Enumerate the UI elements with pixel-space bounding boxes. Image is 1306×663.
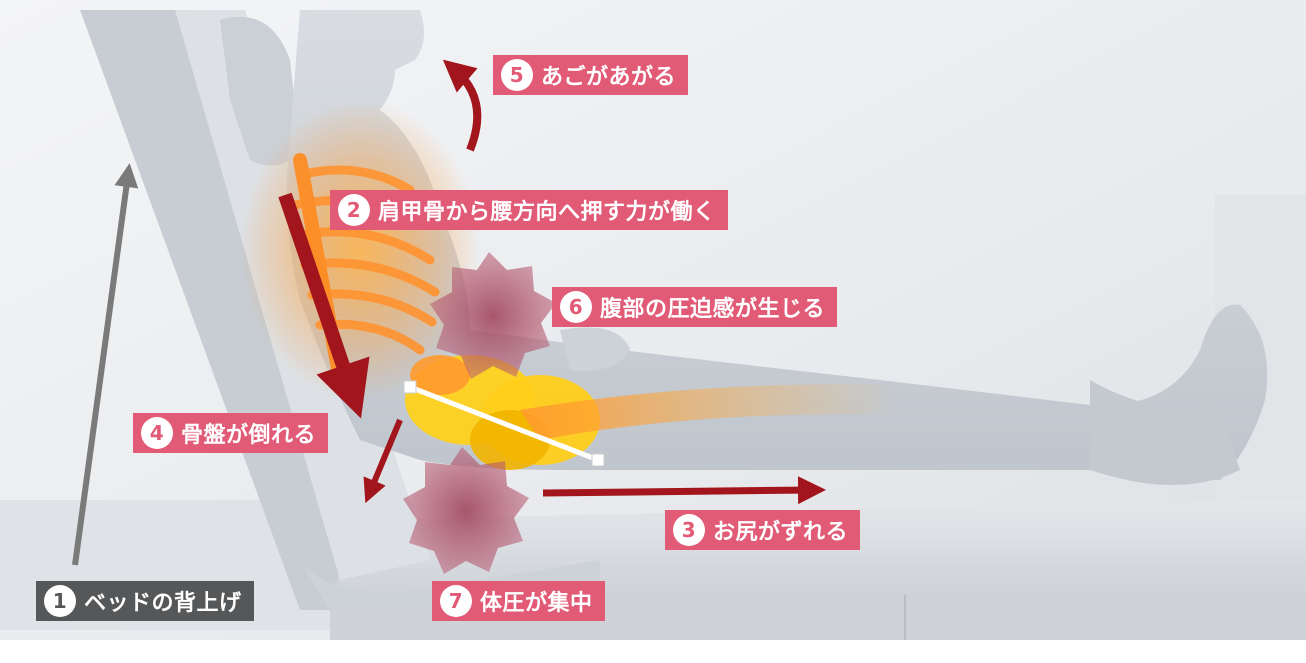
buttock-pressure-star (403, 447, 529, 574)
pelvis-tilt-arrow (363, 418, 403, 504)
buttock-slide-arrow (542, 476, 826, 505)
label-body-pressure: 7 体圧が集中 (432, 581, 605, 621)
label-number-badge: 5 (501, 59, 533, 91)
label-backrest-raise: 1 ベッドの背上げ (36, 581, 254, 621)
shoulder-push-arrow (278, 192, 370, 419)
pelvis-tilt-marker-bottom (591, 453, 605, 467)
label-text: お尻がずれる (713, 520, 849, 545)
pillow (220, 16, 300, 166)
label-text: 腹部の圧迫感が生じる (600, 297, 826, 322)
backrest-frame (80, 10, 340, 610)
label-number-badge: 3 (673, 514, 705, 546)
label-pelvis-tilt: 4 骨盤が倒れる (133, 413, 329, 453)
pelvis-tilt-line (409, 384, 599, 463)
hand (560, 327, 630, 371)
label-number-badge: 2 (338, 194, 370, 226)
label-buttock-slide: 3 お尻がずれる (665, 510, 861, 550)
bottom-strip (0, 640, 1306, 663)
label-chin-lift: 5 あごがあがる (493, 55, 689, 95)
label-number-badge: 6 (560, 291, 592, 323)
abdomen-pressure-star (430, 252, 556, 379)
label-number-badge: 1 (44, 585, 76, 617)
body-silhouette (286, 10, 1268, 480)
label-text: 体圧が集中 (480, 591, 593, 616)
chin-lift-arrow (442, 59, 482, 152)
label-text: ベッドの背上げ (84, 591, 242, 616)
label-shoulder-push: 2 肩甲骨から腰方向へ押す力が働く (330, 190, 728, 230)
femur-glow (520, 384, 900, 440)
label-number-badge: 4 (141, 417, 173, 449)
pelvis-tilt-marker-top (403, 380, 417, 394)
label-text: あごがあがる (541, 65, 677, 90)
label-text: 肩甲骨から腰方向へ押す力が働く (378, 200, 716, 225)
label-number-badge: 7 (440, 585, 472, 617)
ribcage-glow (240, 100, 480, 400)
lower-leg (1090, 380, 1240, 485)
backrest-raise-arrow (72, 163, 139, 566)
label-text: 骨盤が倒れる (181, 423, 317, 448)
label-abdomen-pressure: 6 腹部の圧迫感が生じる (552, 287, 838, 327)
